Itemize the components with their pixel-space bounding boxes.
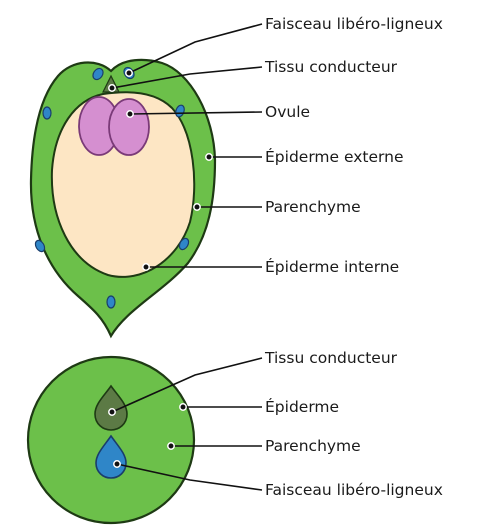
longitudinal-section: Faisceau libéro-ligneux Tissu conducteur… — [31, 15, 443, 336]
leader-dot-conductive — [109, 85, 115, 91]
leader-dot-parenchyma — [194, 204, 200, 210]
leader-dot-bundle — [126, 70, 132, 76]
label-ovule: Ovule — [265, 103, 310, 121]
cross-section: Tissu conducteur Épiderme Parenchyme Fai… — [28, 349, 443, 523]
leader-dot-cross-parenchyma — [168, 443, 174, 449]
leader-dot-cross-conductive — [109, 409, 115, 415]
label-inner-epidermis: Épiderme interne — [265, 257, 399, 276]
label-cross-parenchyma: Parenchyme — [265, 437, 361, 455]
label-cross-bundle: Faisceau libéro-ligneux — [265, 481, 443, 499]
vascular-bundle — [107, 296, 115, 308]
ovule-right — [109, 99, 149, 155]
label-cross-conductive: Tissu conducteur — [264, 349, 398, 367]
label-outer-epidermis: Épiderme externe — [265, 147, 404, 166]
leader-dot-cross-epidermis — [180, 404, 186, 410]
leader-dot-inner-epidermis — [143, 264, 149, 270]
leader-dot-ovule — [127, 111, 133, 117]
label-parenchyma: Parenchyme — [265, 198, 361, 216]
leader-dot-outer-epidermis — [206, 154, 212, 160]
vascular-bundle — [43, 107, 51, 119]
leader-dot-cross-bundle — [114, 461, 120, 467]
label-conductive: Tissu conducteur — [264, 58, 398, 76]
label-cross-epidermis: Épiderme — [265, 397, 339, 416]
label-bundle: Faisceau libéro-ligneux — [265, 15, 443, 33]
